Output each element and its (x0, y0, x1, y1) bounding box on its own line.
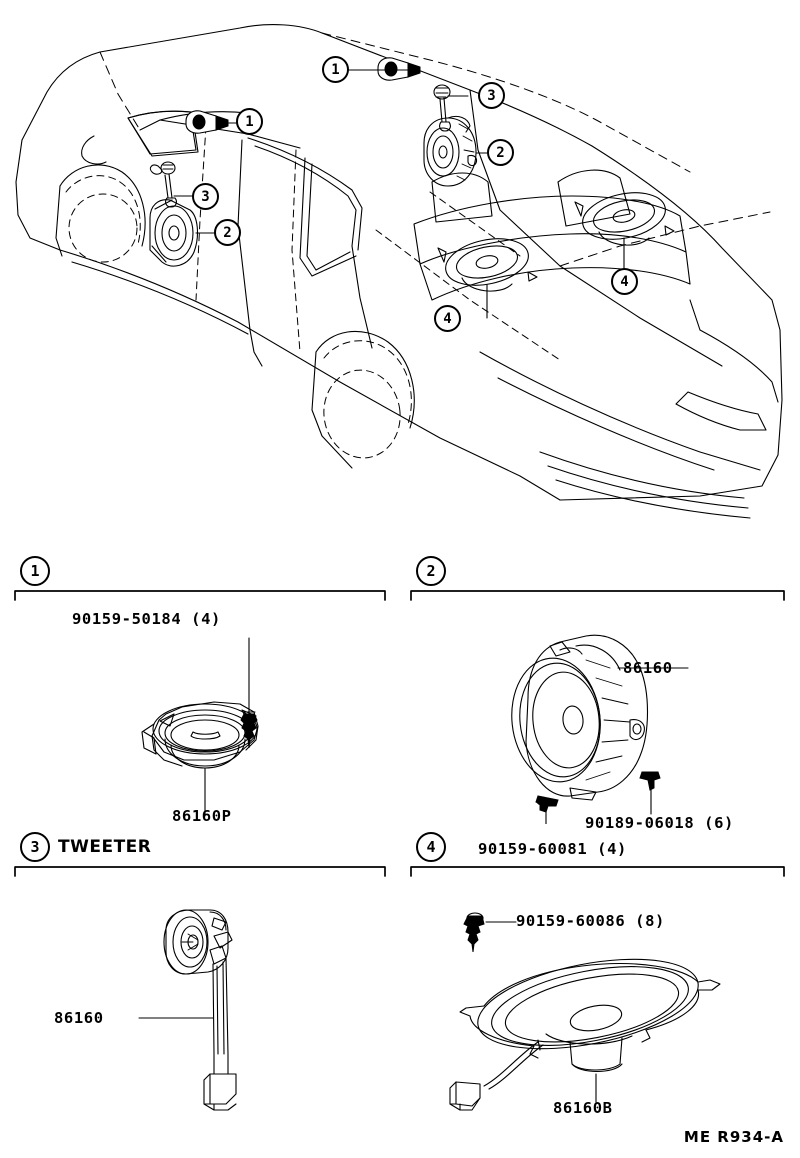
callout-2-rear: 2 (214, 219, 241, 246)
panel-4-screw-part-number: 90159-60086 (8) (516, 912, 665, 930)
panel-3-body: 86160 (14, 878, 386, 1118)
tweeter-rear-illustration (377, 57, 421, 81)
panel-2-bracket (410, 587, 785, 601)
bolt-left-illustration (535, 795, 559, 813)
callout-4-right: 4 (611, 268, 638, 295)
oval-speaker-illustration (449, 958, 721, 1111)
panel-4-illustration (449, 912, 721, 1111)
panel-1-body: 90159-50184 (4) 86160P (14, 602, 386, 825)
panel-2-body: 86160 90189-06018 (6) 90159-60081 (4) (410, 602, 785, 858)
speaker-assembly-illustration (511, 634, 649, 801)
panel-4-number: 4 (416, 832, 446, 862)
panel-4-header: 4 (410, 832, 785, 866)
panel-3-number: 3 (20, 832, 50, 862)
tweeter-illustration (163, 909, 233, 975)
panel-1-bracket (14, 587, 386, 601)
rear-speaker-left-illustration (437, 238, 538, 292)
speaker-illustration (141, 701, 259, 769)
screw-illustration (463, 912, 485, 953)
panel-1-speaker-part-number: 86160P (172, 807, 232, 825)
callout-2-front: 2 (487, 139, 514, 166)
vehicle-illustration: 1 1 3 3 2 2 4 4 (0, 0, 800, 548)
callout-3-right: 3 (478, 82, 505, 109)
panel-2-speaker-part-number: 86160 (623, 659, 673, 677)
panel-3-title: TWEETER (58, 837, 152, 857)
panel-4: 4 (410, 832, 785, 1118)
screw-right-illustration (639, 771, 661, 791)
speaker-connector-illustration (449, 1081, 481, 1111)
rear-speaker-right-illustration (574, 192, 675, 246)
panel-3-header: 3 TWEETER (14, 832, 386, 866)
panel-2: 2 (410, 556, 785, 858)
panel-1-header: 1 (14, 556, 386, 590)
panel-2-illustration (511, 634, 689, 824)
vehicle-illustration-svg (15, 24, 783, 519)
rear-door-speaker-illustration (149, 199, 199, 267)
panel-2-screw-part-number: 90189-06018 (6) (585, 814, 734, 832)
tweeter-bracket-left-illustration (149, 161, 177, 208)
tweeter-front-illustration (185, 110, 229, 134)
callout-1-rear: 1 (322, 56, 349, 83)
panel-3-bracket (14, 863, 386, 877)
diagram-code: ME R934-A (683, 1128, 784, 1146)
panel-4-bracket (410, 863, 785, 877)
panel-4-speaker-part-number: 86160B (553, 1099, 613, 1117)
callout-4-left: 4 (434, 305, 461, 332)
panel-3: 3 TWEETER (14, 832, 386, 1118)
panel-1-illustration (141, 637, 259, 815)
tweeter-bracket-right-illustration (433, 84, 451, 132)
callout-3-left: 3 (192, 183, 219, 210)
front-door-speaker-illustration (423, 115, 478, 187)
panel-4-body: 90159-60086 (8) 86160B (410, 878, 785, 1118)
detail-panels: 1 (0, 556, 800, 1136)
panel-2-bolt-part-number: 90159-60081 (4) (478, 840, 627, 858)
panel-3-illustration (138, 909, 237, 1111)
panel-3-tweeter-part-number: 86160 (54, 1009, 104, 1027)
panel-2-header: 2 (410, 556, 785, 590)
panel-2-number: 2 (416, 556, 446, 586)
panel-1-number: 1 (20, 556, 50, 586)
callout-1-front: 1 (236, 108, 263, 135)
panel-1: 1 (14, 556, 386, 825)
connector-illustration (203, 1073, 237, 1111)
panel-1-clip-part-number: 90159-50184 (4) (72, 610, 221, 628)
